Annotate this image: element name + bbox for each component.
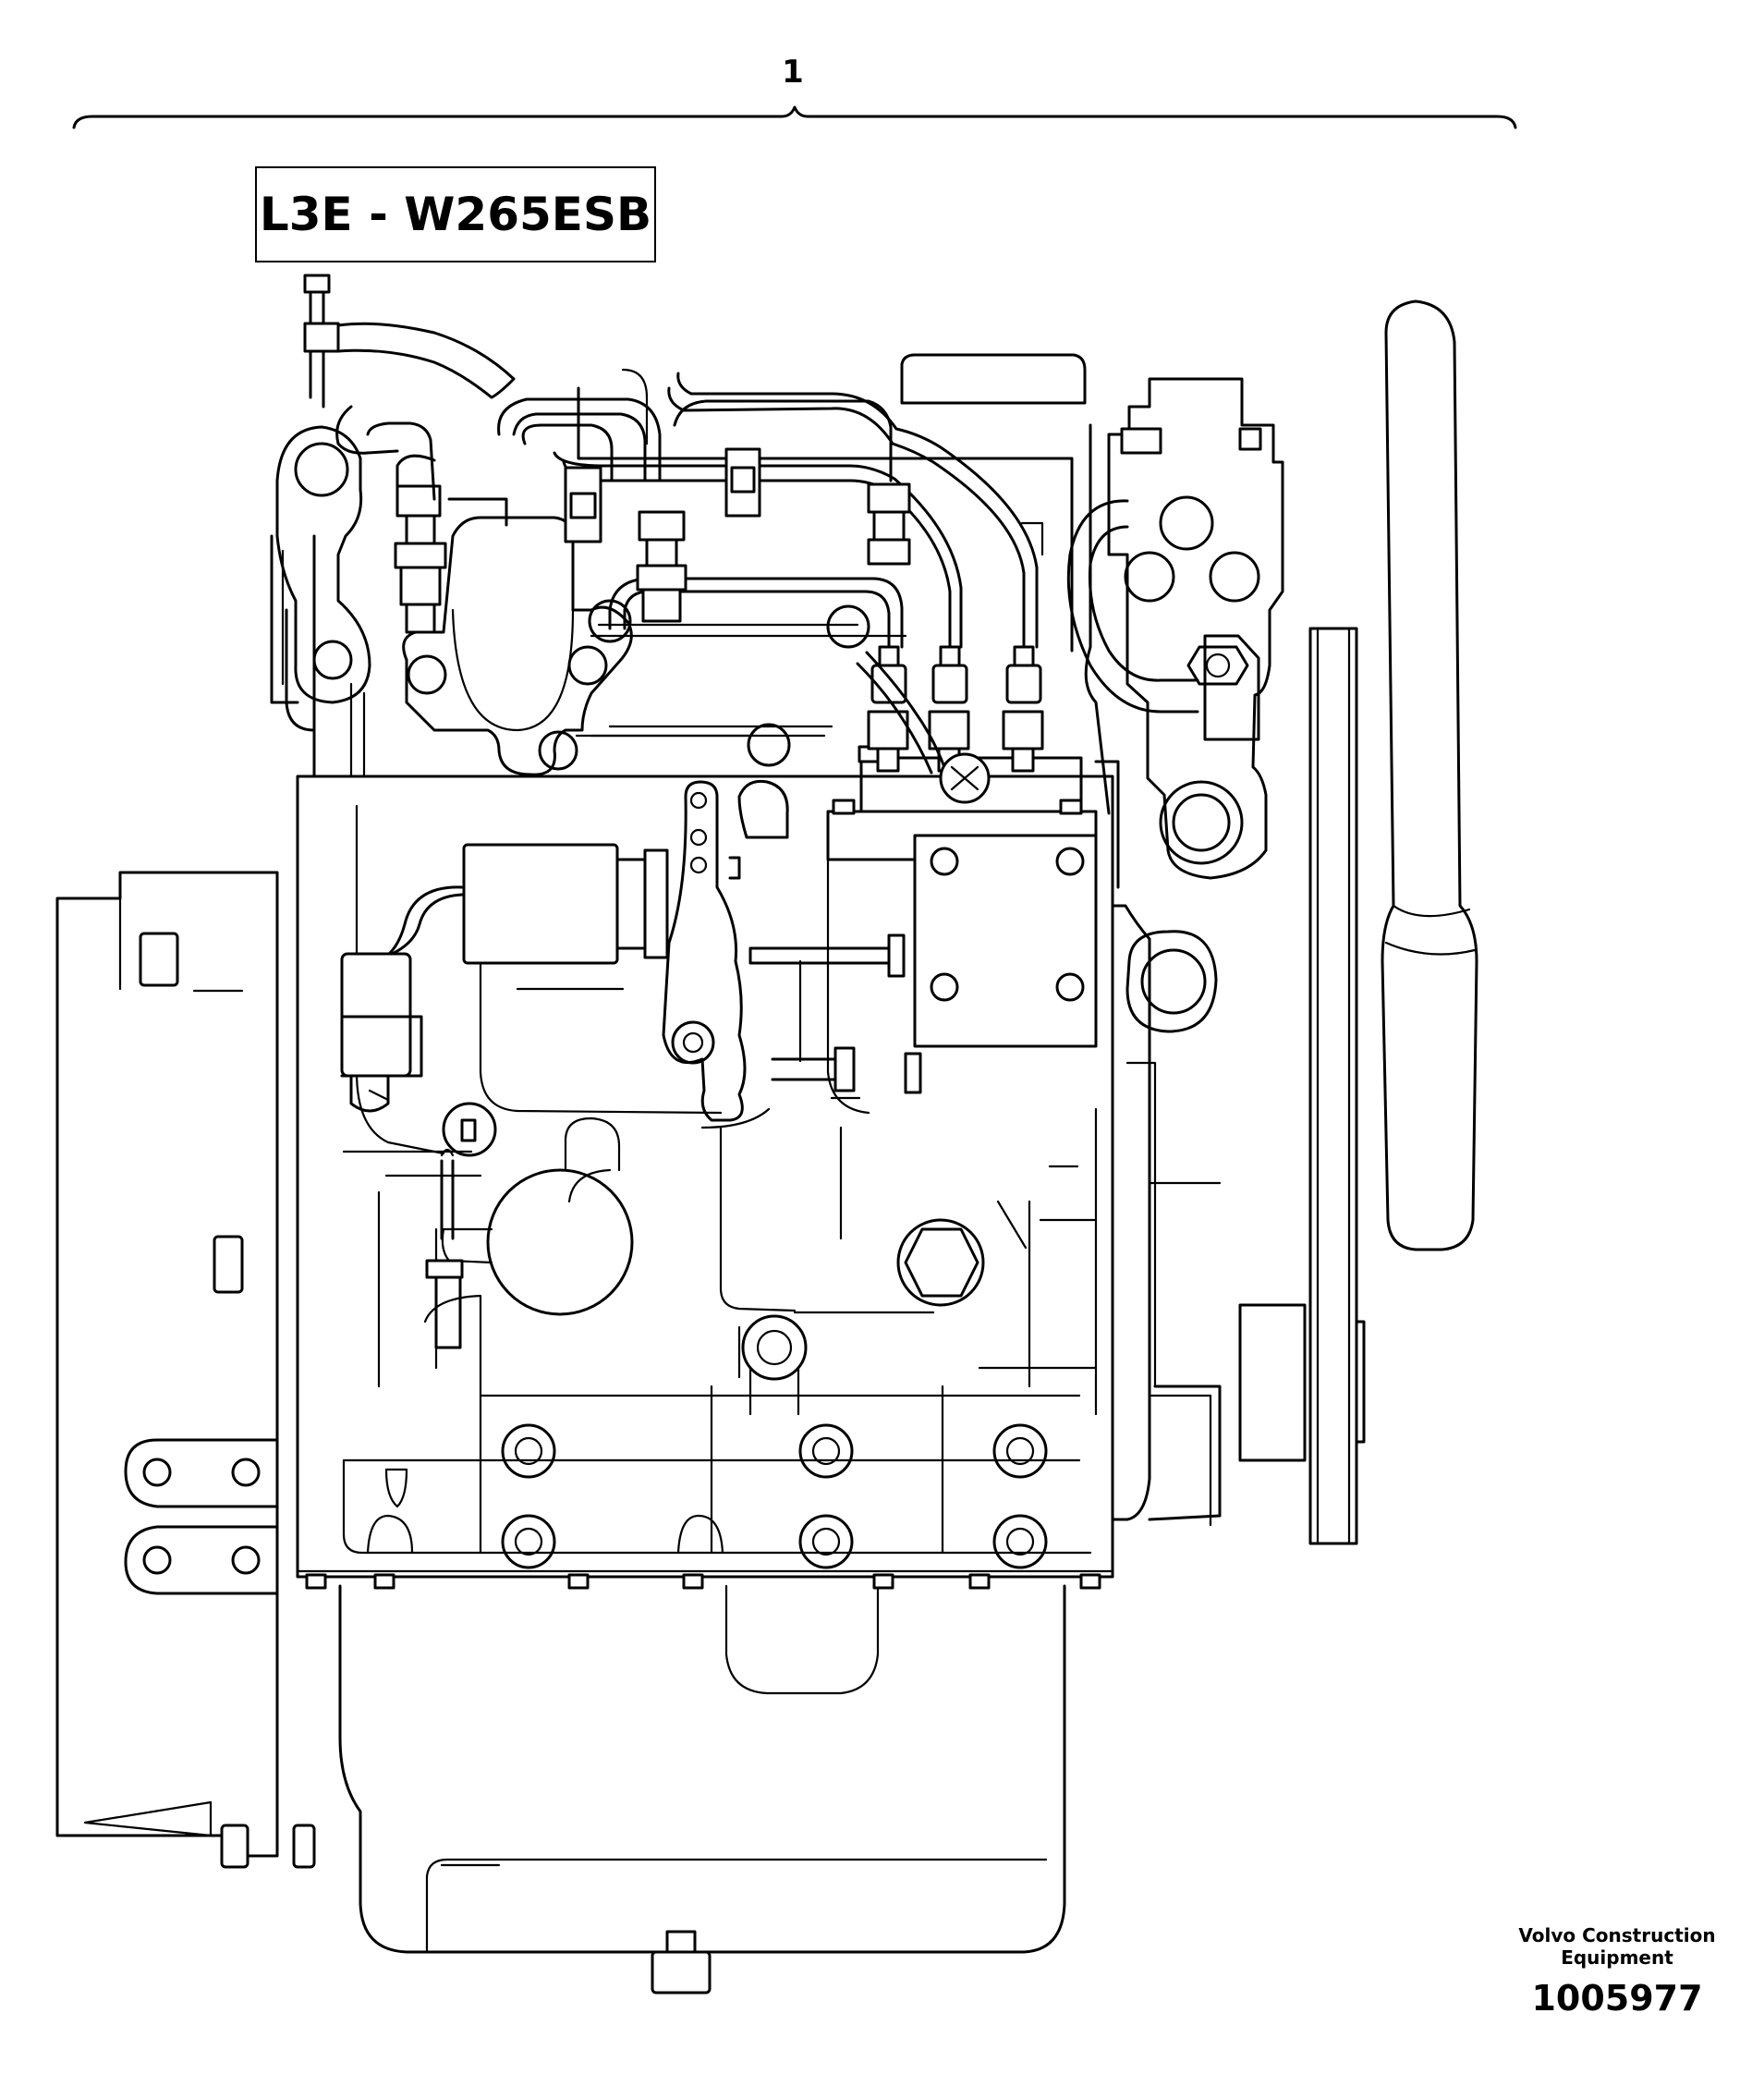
alternator: [1111, 904, 1151, 1521]
water-pump: [1107, 377, 1284, 880]
brand-label: Volvo Construction Equipment: [1497, 1924, 1737, 1969]
oil-filter: [486, 1168, 634, 1316]
stop-solenoid: [462, 843, 619, 965]
pan-bolts: [305, 1573, 1101, 1590]
governor-lever: [662, 780, 747, 1122]
wiring-harness: [368, 885, 464, 963]
coolant-hose: [1066, 499, 1199, 714]
callout-brace: [72, 105, 1517, 129]
flywheel-housing: [55, 871, 279, 1858]
model-label: L3E - W265ESB: [255, 166, 656, 262]
mounting-bracket: [124, 1438, 279, 1595]
brand-line-2: Equipment: [1561, 1946, 1673, 1969]
block-bosses: [501, 1423, 1048, 1569]
crankcase-block: [296, 775, 1114, 1579]
oil-pan: [338, 1584, 1066, 1954]
fan-belt: [1308, 627, 1358, 1545]
part-number: 1005977: [1531, 1978, 1703, 2019]
fuel-lines: [623, 590, 891, 649]
callout-number: 1: [782, 54, 804, 91]
injectors: [394, 482, 911, 634]
brand-line-1: Volvo Construction: [1518, 1924, 1716, 1946]
cooling-fan: [1381, 299, 1478, 1251]
head-flange: [402, 516, 633, 776]
